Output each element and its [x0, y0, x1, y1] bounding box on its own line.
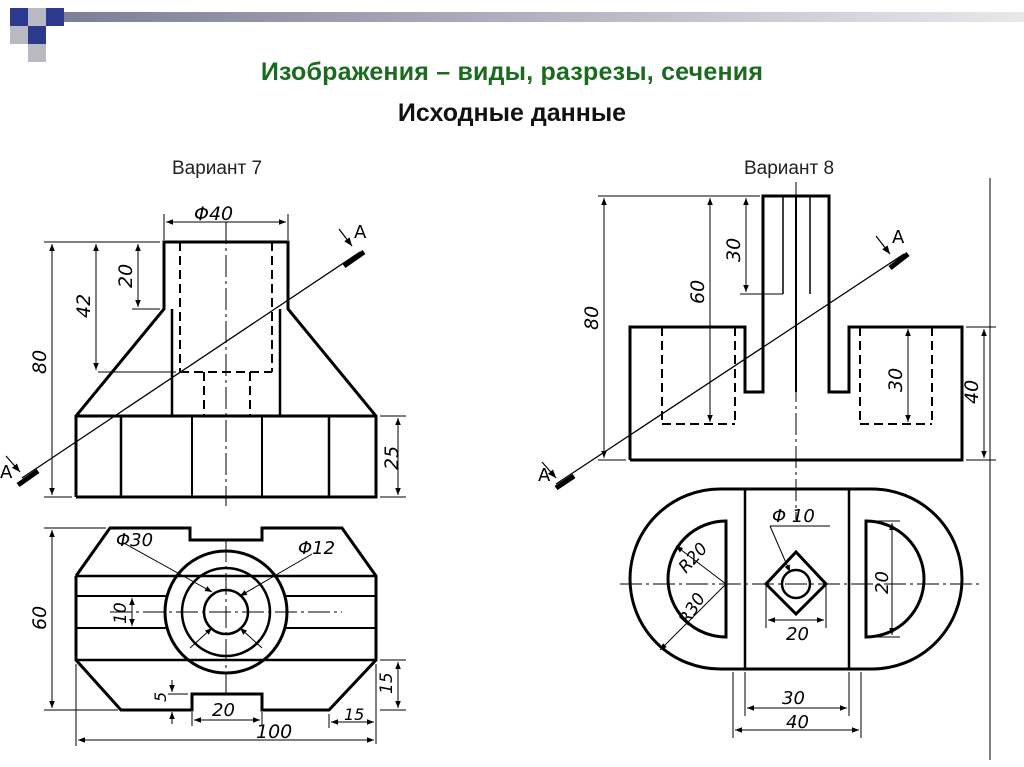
- decor-square-grey-3: [28, 44, 46, 62]
- v8-section-label-top: А: [892, 227, 905, 248]
- v7-dim-d5: 5: [151, 692, 170, 702]
- v8-dim-r30: R30: [675, 590, 710, 629]
- v8-dim-d40h: 40: [786, 712, 809, 733]
- variant-8-label: Вариант 8: [744, 158, 835, 179]
- v7-dim-d15h: 15: [344, 705, 364, 724]
- v7-dim-d42: 42: [73, 294, 95, 318]
- variant-7-label: Вариант 7: [172, 158, 263, 179]
- v7-dim-d12: Φ12: [298, 538, 335, 559]
- variant-7-top-view: [44, 526, 406, 746]
- decor-square-grey-1: [28, 8, 46, 26]
- v7-section-plane: [21, 251, 361, 479]
- v8-top-outline: [628, 487, 964, 671]
- v7-section-stroke-top: [342, 249, 366, 269]
- v7-dim-d20: 20: [115, 264, 137, 288]
- variant-8-top-view: [620, 487, 980, 738]
- v7-dim-d25: 25: [381, 446, 403, 470]
- v7-dim-d80: 80: [29, 350, 51, 374]
- slide-subtitle: Исходные данные: [397, 99, 627, 127]
- v8-front-outline: [628, 194, 964, 462]
- v7-dim-d15v: 15: [377, 672, 397, 694]
- v8-dim-d40v: 40: [961, 380, 983, 404]
- slide-title: Изображения – виды, разрезы, сечения: [260, 58, 764, 86]
- decor-square-dark-3: [28, 26, 46, 44]
- decor-square-grey-2: [10, 26, 28, 44]
- v7-section-label-bottom: А: [0, 462, 13, 483]
- v7-section-stroke-bottom: [16, 468, 40, 488]
- variant-8-front-view: [541, 178, 996, 760]
- v7-dim-d100: 100: [256, 721, 292, 743]
- decor-square-dark-2: [46, 8, 64, 26]
- v8-hidden-lines: [661, 327, 933, 425]
- v8-dim-d10: Φ 10: [772, 506, 815, 527]
- v8-dim-d60: 60: [687, 280, 709, 304]
- decor-gradient-bar: [64, 12, 1024, 22]
- v8-dim-d20v: 20: [872, 571, 893, 594]
- v8-dim-d80: 80: [581, 306, 603, 330]
- v7-dim-d40: Φ40: [194, 203, 233, 225]
- v7-dim-d20b: 20: [212, 700, 235, 721]
- decor-square-dark-1: [10, 8, 28, 26]
- v8-dim-d30h: 30: [782, 688, 805, 709]
- v8-square-boss: [763, 549, 829, 617]
- v7-dim-d30: Φ30: [116, 530, 153, 551]
- v8-section-label-bottom: А: [538, 465, 551, 486]
- v7-dim-d60: 60: [29, 606, 51, 630]
- v8-left-half-disc: [666, 519, 728, 639]
- v8-dim-d30b: 30: [885, 368, 907, 392]
- variant-7-dimension-texts: Φ40 80 42 20 25 Φ30 Φ12 60 10 5 20 15 15…: [29, 203, 403, 743]
- v8-dim-d20h: 20: [786, 624, 809, 645]
- v8-dim-d30a: 30: [723, 238, 745, 262]
- v7-section-label-top: А: [354, 222, 367, 243]
- v7-dim-d10: 10: [111, 602, 131, 624]
- v8-hole: [780, 568, 812, 600]
- variant-8-dimension-texts: 80 60 30 30 40 Φ 10 R20 R30 20 20 30 40: [581, 238, 983, 733]
- v8-section-plane: [555, 253, 905, 485]
- variant-7-front-view: [5, 214, 406, 506]
- v7-front-outline: [74, 240, 378, 499]
